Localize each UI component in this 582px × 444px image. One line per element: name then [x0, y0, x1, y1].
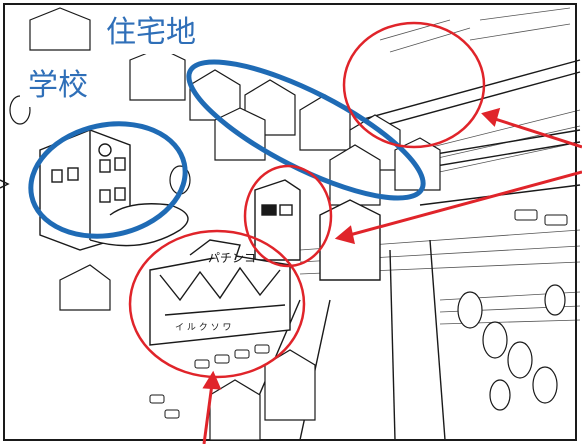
parked-cars [149, 209, 568, 419]
residential-houses [29, 7, 441, 206]
tall-building-highlight-circle [243, 164, 333, 268]
pointer-arrows [202, 107, 582, 444]
lower-buildings [59, 264, 316, 441]
tall-building [254, 179, 381, 281]
pachinko-sign: パチンコ [208, 251, 256, 265]
railway-highlight-circle [342, 21, 486, 149]
residential-highlight-ellipse [186, 59, 426, 201]
school-highlight-ellipse [28, 121, 188, 239]
residential-area-label: 住宅地 [98, 14, 204, 54]
left-edge-arrow-mark [0, 179, 10, 189]
shop-sign: イ ル ク ソ ワ [175, 322, 231, 333]
school-label: 学校 [20, 67, 96, 107]
pachinko-highlight-circle [128, 229, 306, 379]
pachinko-parlor [149, 239, 291, 346]
school-building [39, 129, 189, 251]
